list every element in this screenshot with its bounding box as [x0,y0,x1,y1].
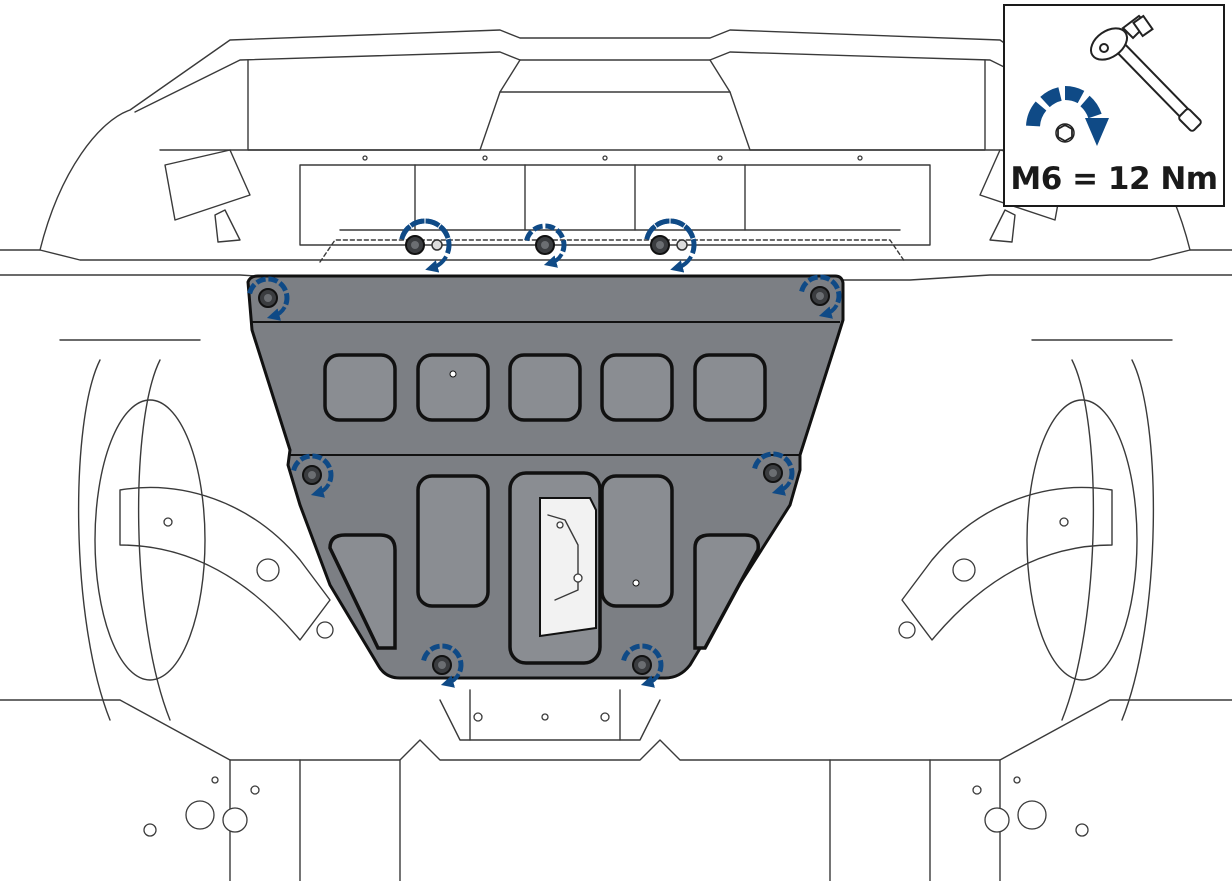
tighten-arrow-segment [830,279,840,290]
tighten-arrow-segment [545,223,556,231]
clockwise-tighten-arrow-icon [1026,86,1109,146]
tighten-arrow-segment [400,224,412,237]
bolt-socket-icon [541,241,549,249]
bolt-bottom-right [621,643,664,688]
tighten-arrow-segment [799,280,809,293]
tighten-arrow-segment [621,649,631,662]
tighten-arrow-segment [652,648,662,659]
tighten-arrow-segment [278,281,288,292]
tighten-arrow-segment [773,451,784,459]
tighten-arrow-segment [247,282,257,295]
tighten-arrow-segment [783,456,793,467]
tighten-arrow-head-icon [771,481,792,496]
tighten-arrow-segment [411,218,425,227]
tighten-arrow-segment [452,648,462,659]
tighten-arrow-segment [835,290,842,304]
tighten-arrow-segment [322,458,332,469]
tighten-arrow-head-icon [640,673,661,688]
fastener-group [247,218,842,688]
tighten-arrow-segment [788,467,795,481]
tighten-arrow-segment [807,274,819,283]
tighten-arrow-segment [255,276,267,285]
bolt-upper-right [799,274,842,319]
bolt-upper-left [247,276,290,321]
tighten-arrow-segment [439,226,451,239]
bolt-socket-icon [264,294,272,302]
tighten-arrow-segment [421,649,431,662]
tighten-arrow-segment [457,659,464,673]
tighten-arrow-segment [291,459,301,472]
tighten-arrow-segment [642,643,653,651]
tighten-arrow-head-icon [440,673,461,688]
bolt-bottom-left [421,643,464,688]
secondary-bolt-icon [431,239,443,251]
tighten-arrow-segment [445,238,452,255]
tighten-arrow-head-icon [670,255,693,273]
vehicle-front-outline [0,29,1232,881]
tighten-arrow-segment [672,218,686,228]
tighten-arrow-segment [299,453,311,462]
tighten-arrow-segment [555,228,565,239]
tighten-arrow-segment [312,453,323,461]
tighten-arrow-segment [327,469,334,483]
tighten-arrow-segment [427,218,441,228]
bolt-top-left-a [399,218,452,273]
torque-spec-label: M6 = 12 Nm [1010,161,1218,197]
torque-spec-box: M6 = 12 Nm [1003,4,1225,207]
tighten-arrow-segment [645,224,657,237]
tighten-arrow-segment [656,218,670,227]
bolt-mid-right [752,451,795,496]
tighten-arrow-segment [820,274,831,282]
bolt-mid-left [291,453,334,498]
tighten-arrow-segment [283,292,290,306]
bolt-top-center [524,223,567,268]
tighten-arrow-head-icon [266,306,287,321]
tighten-arrow-segment [760,451,772,460]
tighten-arrow-segment [268,276,279,284]
bolt-socket-icon [769,469,777,477]
tighten-arrow-segment [684,226,696,239]
socket-wrench-icon [1089,14,1202,132]
tighten-arrow-head-icon [425,255,448,273]
bolt-socket-icon [438,661,446,669]
bolt-top-right-a [644,218,697,273]
tighten-arrow-segment [442,643,453,651]
tighten-arrow-head-icon [310,483,331,498]
tighten-arrow-segment [532,223,544,232]
tighten-arrow-segment [429,643,441,652]
bolt-socket-icon [308,471,316,479]
tighten-arrow-head-icon [543,253,564,268]
tighten-arrow-segment [560,239,567,253]
tighten-arrow-head-icon [818,304,839,319]
tighten-arrow-segment [524,229,534,242]
tighten-arrow-segment [690,238,697,255]
tighten-arrow-segment [657,659,664,673]
bolt-socket-icon [816,292,824,300]
bolt-socket-icon [638,661,646,669]
bolt-socket-icon [411,241,419,249]
skid-plate [246,274,845,680]
bolt-socket-icon [656,241,664,249]
tighten-arrow-segment [752,457,762,470]
tighten-arrow-segment [629,643,641,652]
secondary-bolt-icon [676,239,688,251]
